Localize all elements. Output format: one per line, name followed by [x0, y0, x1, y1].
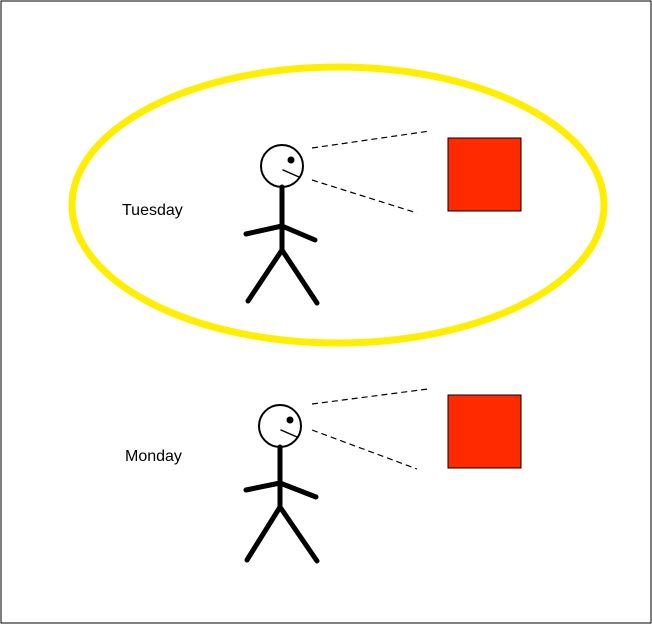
eye: [288, 157, 295, 164]
red-square-icon: [448, 138, 521, 211]
day-label-monday: Monday: [125, 448, 182, 465]
head: [261, 145, 303, 187]
red-square-icon: [448, 395, 521, 468]
eye: [287, 417, 294, 424]
day-label-tuesday: Tuesday: [122, 202, 183, 219]
head: [259, 405, 301, 447]
